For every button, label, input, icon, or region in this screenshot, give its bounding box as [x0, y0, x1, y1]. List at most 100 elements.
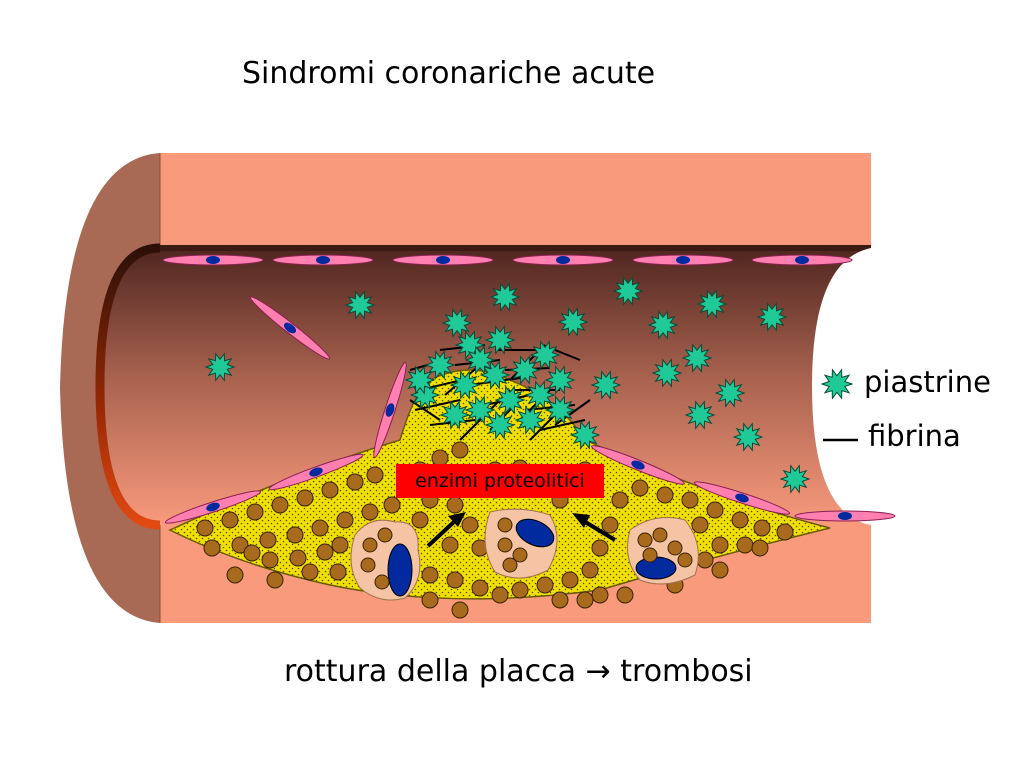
vessel-far-opening	[812, 248, 1024, 525]
platelet	[529, 340, 561, 370]
lipid-droplet	[691, 516, 709, 534]
lipid-droplet	[231, 536, 249, 554]
platelet	[479, 360, 511, 390]
platelet	[544, 395, 576, 425]
lipid-droplet	[551, 591, 569, 609]
lipid-droplet	[296, 489, 314, 507]
lipid-droplet	[196, 519, 214, 537]
platelet	[651, 358, 683, 388]
lipid-droplet	[561, 571, 579, 589]
lipid-droplet	[383, 496, 401, 514]
fibrin-strand	[539, 419, 586, 431]
lipid-droplet	[677, 552, 693, 568]
platelet	[590, 370, 622, 400]
platelet	[647, 310, 679, 340]
lipid-droplet	[286, 526, 304, 544]
platelet	[696, 289, 728, 319]
lipid-droplet	[491, 586, 509, 604]
lipid-droplet	[731, 511, 749, 529]
platelet	[714, 378, 746, 408]
lipid-droplet	[512, 547, 528, 563]
lipid-droplet	[776, 523, 794, 541]
lipid-droplet	[642, 547, 658, 563]
lipid-droplet	[706, 501, 724, 519]
lipid-droplet	[421, 566, 439, 584]
lumen-rim	[95, 243, 161, 530]
legend-label-fibrin: fibrina	[868, 419, 961, 453]
figure-caption: rottura della placca → trombosi	[284, 654, 753, 689]
platelet	[464, 345, 496, 375]
lipid-droplet	[336, 511, 354, 529]
platelet	[509, 355, 541, 385]
endothelium-plaque	[164, 296, 896, 524]
lipid-droplet	[377, 527, 393, 543]
lipid-droplet	[611, 491, 629, 509]
lipid-droplet	[361, 503, 379, 521]
platelet	[424, 350, 456, 380]
platelet	[612, 276, 644, 306]
lipid-droplet	[321, 481, 339, 499]
platelet	[484, 325, 516, 355]
lipid-droplet	[446, 496, 464, 514]
lipid-droplet	[631, 479, 649, 497]
platelet	[820, 368, 854, 400]
legend-label-platelets: piastrine	[864, 365, 991, 399]
lipid-droplet	[502, 557, 518, 573]
foam-cell	[627, 517, 699, 585]
lipid-droplet	[246, 503, 264, 521]
lipid-droplet	[497, 537, 513, 553]
platelet	[756, 302, 788, 332]
lipid-droplet	[203, 539, 221, 557]
platelet	[464, 395, 496, 425]
lipid-droplet	[696, 551, 714, 569]
lipid-droplet	[421, 591, 439, 609]
lipid-droplet	[461, 516, 479, 534]
platelet	[441, 308, 473, 338]
enzyme-label: enzimi proteolitici	[396, 464, 604, 498]
lipid-droplet	[711, 561, 729, 579]
lipid-droplet	[637, 532, 653, 548]
lipid-droplet	[360, 557, 376, 573]
lipid-droplet	[591, 539, 609, 557]
lipid-droplet	[652, 527, 668, 543]
platelet	[489, 282, 521, 312]
platelet	[779, 464, 811, 494]
platelet	[524, 380, 556, 410]
lipid-droplet	[346, 473, 364, 491]
fibrin-strand	[554, 399, 591, 426]
lipid-droplet	[316, 543, 334, 561]
lipid-droplet	[736, 536, 754, 554]
lipid-droplet	[581, 561, 599, 579]
lipid-droplet	[311, 519, 329, 537]
lipid-droplet	[471, 579, 489, 597]
platelet	[344, 290, 376, 320]
lipid-droplet	[374, 574, 390, 590]
lipid-droplet	[536, 576, 554, 594]
lipid-droplet	[366, 466, 384, 484]
platelet	[569, 420, 601, 450]
lipid-droplet	[497, 517, 513, 533]
foam-cell	[484, 508, 558, 579]
lipid-droplet	[446, 571, 464, 589]
lipid-droplet	[331, 536, 349, 554]
lipid-droplet	[266, 571, 284, 589]
fibrin-strand	[554, 349, 581, 361]
lipid-droplet	[243, 544, 261, 562]
lipid-droplet	[753, 519, 771, 537]
lipid-droplet	[261, 551, 279, 569]
lipid-droplet	[667, 540, 683, 556]
lipid-droplet	[221, 511, 239, 529]
lipid-droplet	[329, 563, 347, 581]
lipid-droplet	[451, 601, 469, 619]
lipid-droplet	[301, 563, 319, 581]
platelet	[732, 422, 764, 452]
lipid-droplet	[441, 536, 459, 554]
lipid-droplet	[576, 591, 594, 609]
lipid-droplet	[616, 586, 634, 604]
lipid-droplet	[711, 536, 729, 554]
platelet	[449, 370, 481, 400]
lipid-droplet	[511, 581, 529, 599]
platelet	[681, 343, 713, 373]
enzyme-arrow	[572, 513, 617, 542]
endothelium-top	[162, 254, 853, 266]
